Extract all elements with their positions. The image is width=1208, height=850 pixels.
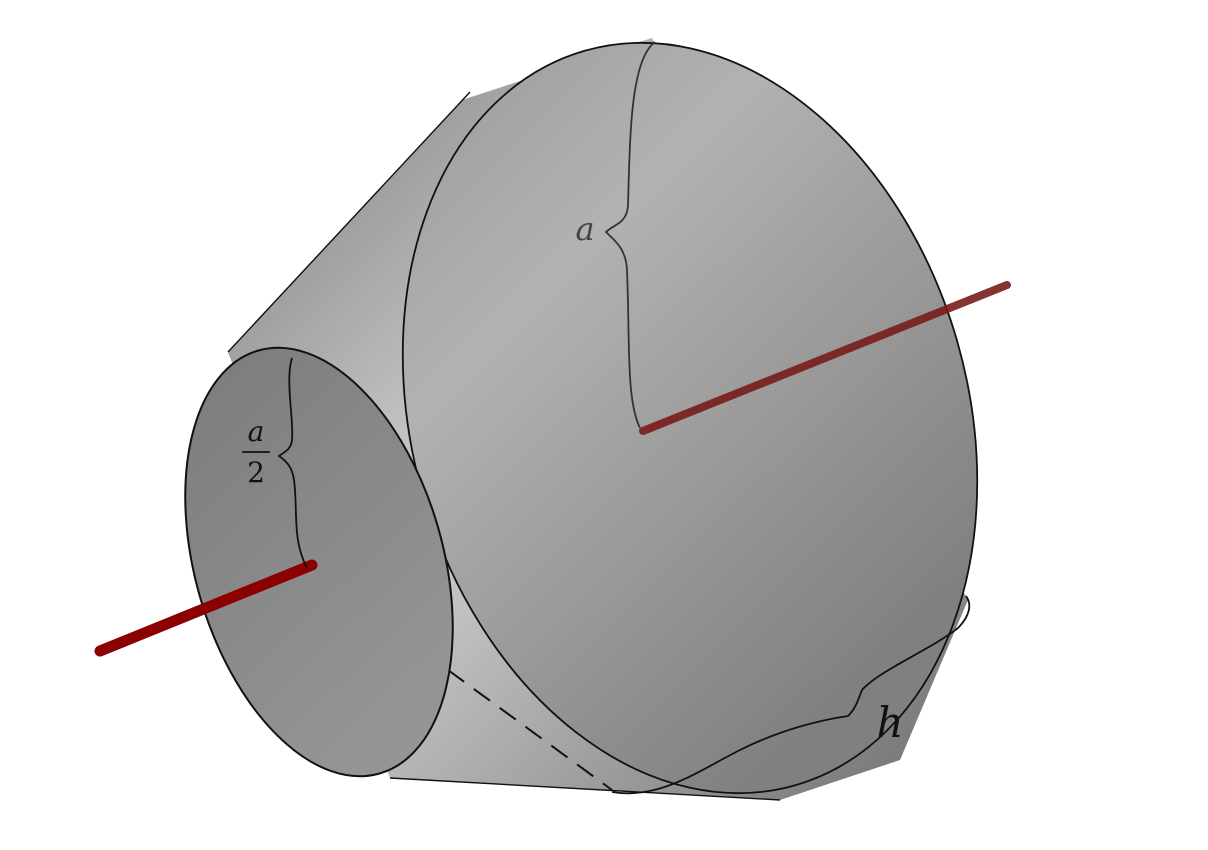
axis-left-segment [94,559,318,657]
axis-right-segment [639,281,1011,435]
hidden-edge-dashed [447,669,613,791]
small-radius-brace [277,357,308,569]
height-label: h [876,698,903,747]
small-radius-numerator: a [248,415,265,448]
small-base-face [184,346,454,778]
cone-top-edge [227,91,471,353]
cone-bottom-edge [389,777,781,801]
height-brace [611,595,971,795]
big-radius-brace [604,41,656,429]
small-radius-label: a 2 [242,415,270,489]
big-radius-label: a [575,210,594,248]
small-radius-denominator: 2 [247,456,265,489]
